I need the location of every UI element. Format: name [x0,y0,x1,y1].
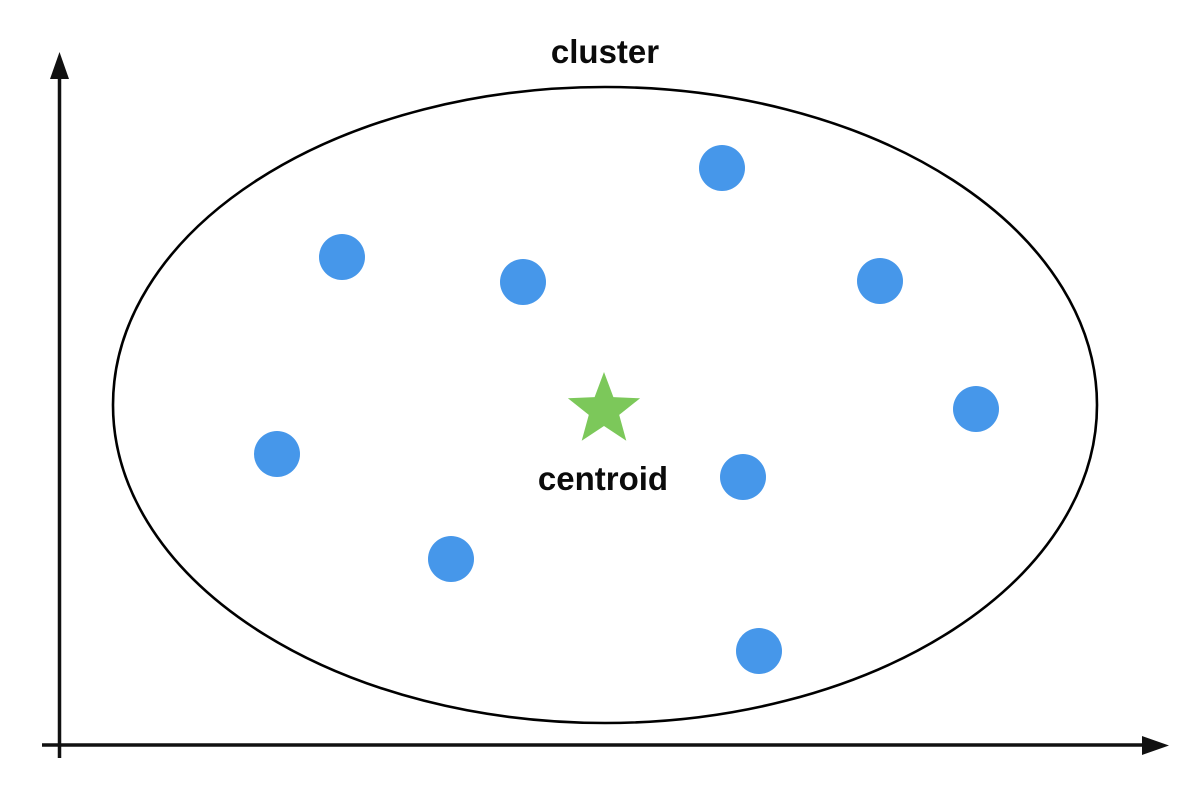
data-point [254,431,300,477]
x-axis-arrow-icon [1142,736,1169,755]
data-point [720,454,766,500]
data-point [953,386,999,432]
data-point [736,628,782,674]
data-points [254,145,999,674]
cluster-label: cluster [551,33,659,70]
data-point [428,536,474,582]
data-point [699,145,745,191]
centroid-star-icon [567,372,641,441]
cluster-boundary [111,85,1099,725]
y-axis-arrow-icon [50,52,69,79]
data-point [319,234,365,280]
centroid-label: centroid [538,460,668,497]
data-point [500,259,546,305]
data-point [857,258,903,304]
axes [42,52,1169,758]
